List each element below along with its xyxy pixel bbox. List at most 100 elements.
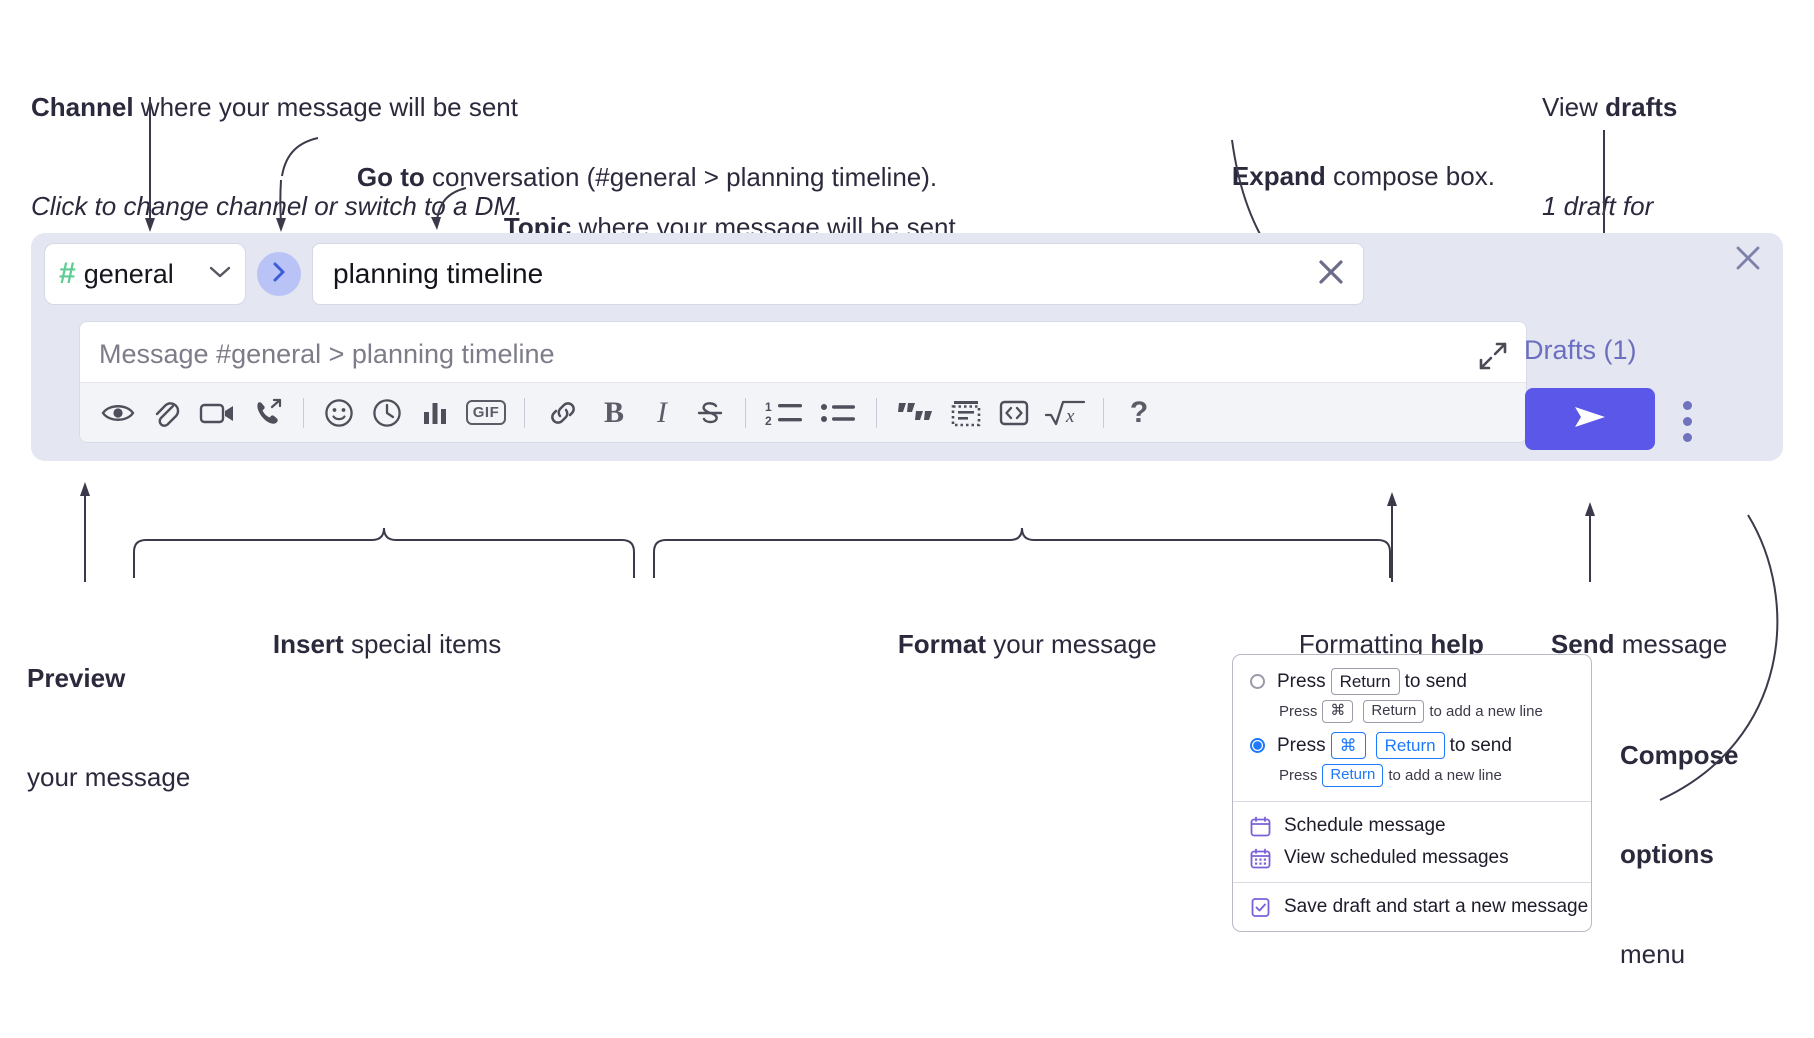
divider bbox=[876, 397, 877, 428]
annotation-format: Format your message bbox=[869, 595, 1157, 695]
calendar-grid-icon bbox=[1250, 848, 1276, 869]
clock-icon[interactable] bbox=[363, 392, 411, 434]
annotation-goto-bold: Go to bbox=[356, 162, 425, 193]
kebab-dot bbox=[1683, 433, 1692, 442]
calendar-icon bbox=[1250, 816, 1276, 837]
gif-label: GIF bbox=[465, 400, 507, 425]
divider bbox=[1103, 397, 1104, 428]
radio-unselected[interactable] bbox=[1250, 674, 1265, 690]
annotation-compose-options-l1: Compose bbox=[1620, 739, 1739, 770]
annotation-expand-rest: compose box. bbox=[1325, 161, 1495, 192]
divider bbox=[745, 397, 746, 428]
radio-selected[interactable] bbox=[1250, 738, 1265, 754]
video-icon[interactable] bbox=[190, 392, 244, 434]
strikethrough-icon[interactable] bbox=[686, 392, 734, 434]
compose-header-row: # general planning timeline bbox=[44, 243, 1364, 305]
drafts-link[interactable]: Drafts (1) bbox=[1524, 335, 1637, 365]
message-input-box[interactable]: Message #general > planning timeline bbox=[79, 321, 1527, 443]
hash-icon: # bbox=[59, 257, 76, 290]
annotation-channel-rest: where your message will be sent bbox=[133, 91, 518, 122]
svg-text:1: 1 bbox=[765, 400, 772, 414]
annotation-drafts-l2: 1 draft for bbox=[1542, 191, 1654, 222]
key-command: ⌘ bbox=[1322, 700, 1354, 723]
italic-label: I bbox=[657, 395, 667, 429]
key-command: ⌘ bbox=[1330, 732, 1366, 760]
kebab-dot bbox=[1683, 417, 1692, 426]
annotation-drafts-bold: drafts bbox=[1605, 91, 1678, 122]
option1-post: to send bbox=[1404, 670, 1467, 692]
bold-icon[interactable]: B bbox=[590, 392, 638, 434]
kebab-menu-icon[interactable] bbox=[1683, 401, 1692, 442]
chevron-right-icon bbox=[271, 261, 287, 288]
audio-call-icon[interactable] bbox=[244, 392, 292, 434]
annotation-expand-bold: Expand bbox=[1231, 161, 1326, 192]
message-placeholder: Message #general > planning timeline bbox=[99, 339, 555, 369]
annotation-preview-rest: your message bbox=[27, 762, 191, 793]
bulleted-list-icon[interactable] bbox=[811, 392, 865, 434]
send-option-return-hint: Press ⌘ Return to add a new line bbox=[1233, 698, 1591, 729]
channel-name: general bbox=[83, 258, 174, 289]
go-to-conversation-button[interactable] bbox=[257, 252, 301, 296]
italic-icon[interactable]: I bbox=[638, 392, 686, 434]
annotation-preview-bold: Preview bbox=[27, 662, 126, 693]
svg-text:x: x bbox=[1065, 406, 1075, 427]
send-option-cmd-return-hint: Press Return to add a new line bbox=[1233, 762, 1591, 793]
menu-item-view-scheduled-messages[interactable]: View scheduled messages bbox=[1233, 842, 1591, 874]
help-label: ? bbox=[1129, 395, 1149, 429]
expand-icon[interactable] bbox=[1476, 339, 1510, 378]
chevron-down-icon bbox=[209, 265, 231, 284]
close-icon[interactable] bbox=[1315, 256, 1347, 293]
compose-widget: # general planning timeline Message #g bbox=[31, 233, 1783, 461]
menu-item-label: Save draft and start a new message bbox=[1284, 896, 1589, 917]
annotated-screenshot: Channel where your message will be sent … bbox=[27, 91, 1783, 969]
annotation-compose-options-l2: options bbox=[1620, 839, 1714, 870]
option2-sub-pre: Press bbox=[1279, 767, 1318, 785]
annotation-format-bold: Format bbox=[897, 629, 987, 660]
option2-post: to send bbox=[1449, 734, 1512, 756]
option2-pre: Press bbox=[1277, 734, 1326, 756]
annotation-expand: Expand compose box. bbox=[1203, 127, 1495, 227]
annotation-format-rest: your message bbox=[986, 629, 1157, 660]
option1-sub-pre: Press bbox=[1279, 703, 1318, 721]
attach-icon[interactable] bbox=[142, 392, 190, 434]
annotation-drafts-pre: View bbox=[1542, 91, 1606, 122]
preview-icon[interactable] bbox=[94, 392, 142, 434]
divider bbox=[303, 397, 304, 428]
divider bbox=[524, 397, 525, 428]
channel-selector[interactable]: # general bbox=[44, 243, 246, 305]
kebab-dot bbox=[1683, 401, 1692, 410]
annotation-insert-bold: Insert bbox=[272, 629, 344, 660]
gif-icon[interactable]: GIF bbox=[459, 392, 513, 434]
key-return: Return bbox=[1330, 668, 1400, 696]
send-icon bbox=[1570, 402, 1610, 437]
menu-item-schedule-message[interactable]: Schedule message bbox=[1233, 810, 1591, 842]
menu-item-label: View scheduled messages bbox=[1284, 847, 1509, 868]
topic-field[interactable]: planning timeline bbox=[312, 243, 1364, 305]
link-icon[interactable] bbox=[536, 392, 590, 434]
blockquote-icon[interactable] bbox=[888, 392, 942, 434]
math-icon[interactable]: x bbox=[1038, 392, 1092, 434]
close-icon[interactable] bbox=[1730, 240, 1766, 281]
compose-options-menu: Press Return to send Press ⌘ Return to a… bbox=[1232, 654, 1592, 932]
emoji-icon[interactable] bbox=[315, 392, 363, 434]
code-icon[interactable] bbox=[990, 392, 1038, 434]
key-return: Return bbox=[1363, 700, 1425, 723]
annotation-preview: Preview your message bbox=[27, 595, 190, 861]
menu-divider bbox=[1233, 801, 1591, 802]
menu-item-label: Schedule message bbox=[1284, 815, 1446, 836]
code-block-icon[interactable] bbox=[942, 392, 990, 434]
option2-sub-post: to add a new line bbox=[1388, 767, 1502, 785]
option1-sub-post: to add a new line bbox=[1429, 703, 1543, 721]
menu-item-save-draft[interactable]: Save draft and start a new message bbox=[1233, 891, 1591, 923]
send-option-return[interactable]: Press Return to send bbox=[1233, 665, 1591, 698]
send-button[interactable] bbox=[1525, 388, 1655, 450]
poll-icon[interactable] bbox=[411, 392, 459, 434]
svg-text:2: 2 bbox=[765, 414, 772, 427]
help-icon[interactable]: ? bbox=[1115, 392, 1163, 434]
bold-label: B bbox=[603, 395, 624, 429]
option1-pre: Press bbox=[1277, 670, 1326, 692]
send-option-cmd-return[interactable]: Press ⌘ Return to send bbox=[1233, 729, 1591, 762]
annotation-channel-bold: Channel bbox=[31, 91, 134, 122]
